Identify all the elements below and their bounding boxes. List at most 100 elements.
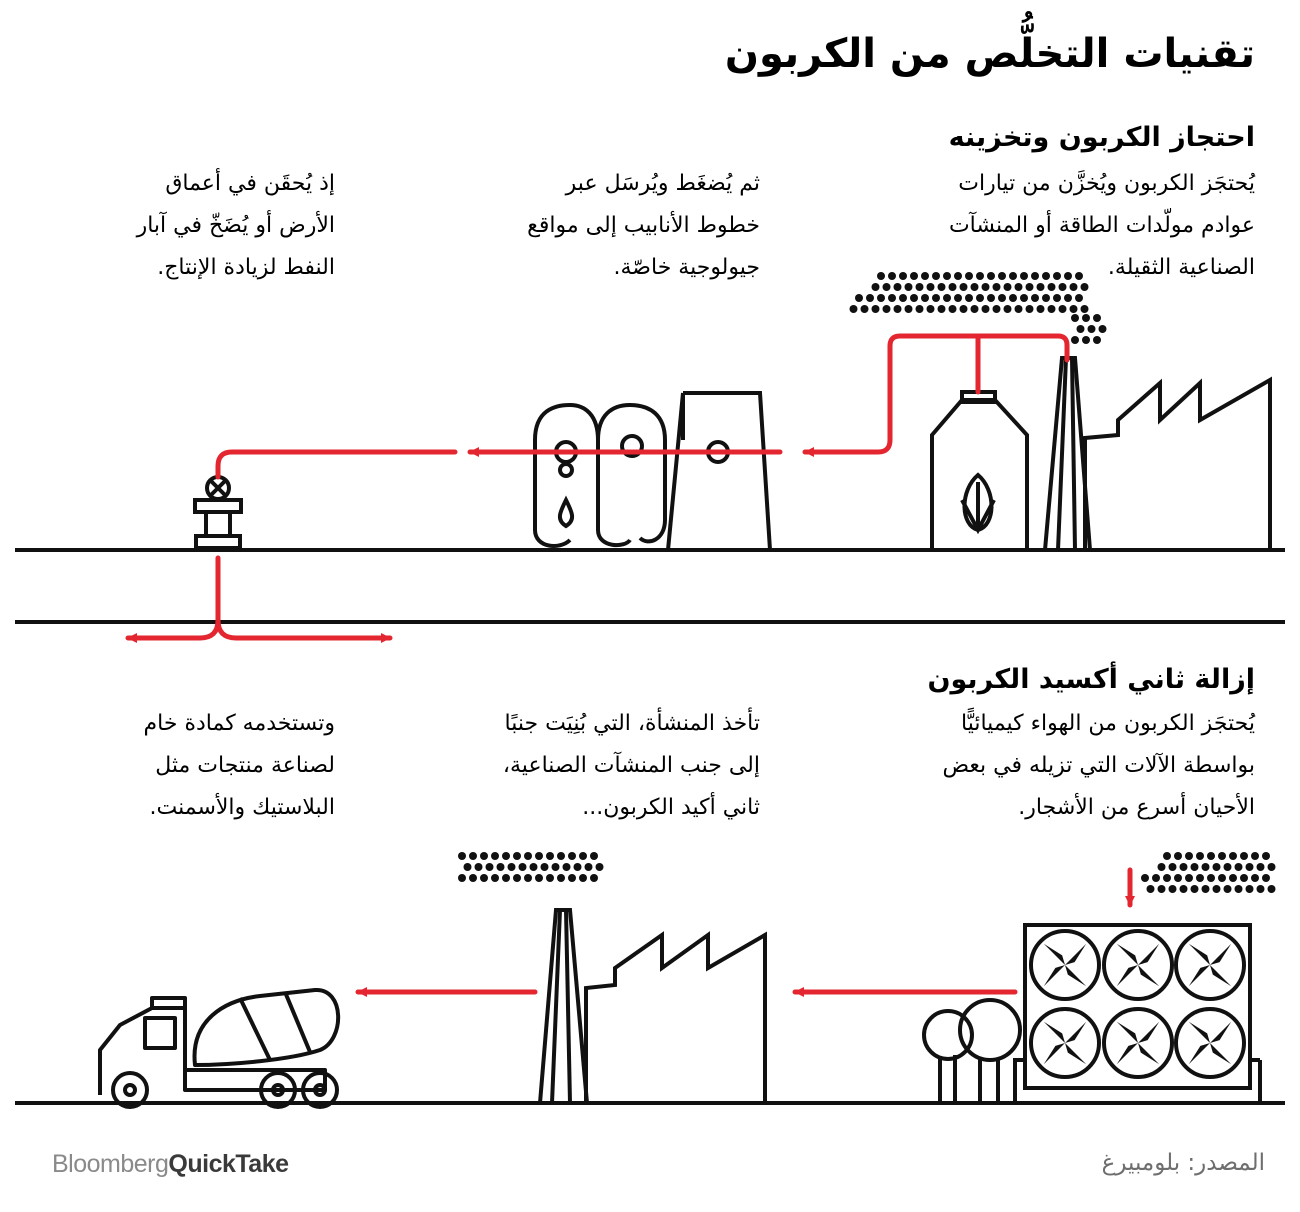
smoke-dot xyxy=(1141,874,1149,882)
smoke-dot xyxy=(1256,863,1265,871)
smoke-dot xyxy=(491,874,499,882)
smoke-dot xyxy=(485,863,494,871)
smoke-dot xyxy=(855,294,863,302)
factory-icon xyxy=(1083,376,1272,550)
smoke-dot xyxy=(480,874,488,882)
smoke-dot xyxy=(507,863,516,871)
smoke-dot xyxy=(1152,874,1160,882)
smoke-dot xyxy=(1168,885,1177,893)
smoke-dot xyxy=(976,294,984,302)
smoke-dot xyxy=(1042,294,1050,302)
smoke-dot xyxy=(1053,272,1061,280)
smoke-dot xyxy=(1229,852,1237,860)
smoke-dot xyxy=(1003,305,1012,313)
text-line: ثاني أكيد الكربون... xyxy=(582,795,760,820)
smoke-dot xyxy=(458,874,466,882)
smoke-dot xyxy=(965,272,973,280)
smoke-dot xyxy=(1058,283,1067,291)
text-line: الصناعية الثقيلة. xyxy=(1107,255,1255,280)
fan-blade xyxy=(1138,1021,1160,1043)
fan-blade xyxy=(1116,943,1138,965)
fan-blade xyxy=(1043,1043,1065,1065)
smoke-dot xyxy=(1082,314,1090,322)
compressor-icon xyxy=(533,391,772,551)
smoke-dot xyxy=(1157,885,1166,893)
smoke-dot xyxy=(529,863,538,871)
smoke-dots-icon xyxy=(458,852,604,882)
cdr-step2-text: تأخذ المنشأة، التي بُنِيَت جنبًا إلى جنب… xyxy=(400,703,760,829)
smoke-dot xyxy=(959,283,968,291)
smoke-dot xyxy=(1262,874,1270,882)
smoke-dot xyxy=(496,863,505,871)
text-line: ثم يُضغَط ويُرسَل عبر xyxy=(565,171,760,196)
ccs-step2-text: ثم يُضغَط ويُرسَل عبر خطوط الأنابيب إلى … xyxy=(430,163,760,289)
factory-icon xyxy=(584,931,767,1103)
smoke-dot xyxy=(959,305,968,313)
smoke-dot xyxy=(921,272,929,280)
smoke-dot xyxy=(1163,874,1171,882)
smoke-dot xyxy=(992,305,1001,313)
fan-blade xyxy=(1065,1021,1087,1043)
biofuel-tank-icon xyxy=(930,390,1029,552)
fan-blade xyxy=(1210,943,1232,965)
smoke-dot xyxy=(1071,314,1079,322)
text-line: إذ يُحقَن في أعماق xyxy=(165,171,335,196)
bloomberg-quicktake-logo: BloombergQuickTake xyxy=(52,1150,289,1179)
smoke-dot xyxy=(882,305,891,313)
smoke-dot xyxy=(474,863,483,871)
smoke-dot xyxy=(1042,272,1050,280)
smoke-dot xyxy=(915,283,924,291)
trees-icon xyxy=(922,998,1022,1103)
fan-blade xyxy=(1210,1021,1232,1043)
fan-ring xyxy=(1029,929,1101,1001)
smoke-dot xyxy=(948,305,957,313)
smoke-dot xyxy=(981,283,990,291)
smoke-dot xyxy=(981,305,990,313)
smoke-dot xyxy=(976,272,984,280)
smoke-dot xyxy=(1036,305,1045,313)
smoke-dot xyxy=(551,863,560,871)
smoke-dot xyxy=(1185,874,1193,882)
smoke-dot xyxy=(915,305,924,313)
smoke-dot xyxy=(1093,336,1101,344)
smoke-dot xyxy=(871,283,880,291)
fan-blade xyxy=(1116,1021,1138,1043)
smoke-dot xyxy=(849,305,858,313)
smoke-dot xyxy=(904,283,913,291)
smoke-dot xyxy=(1212,885,1221,893)
smoke-dot xyxy=(926,305,935,313)
smokestack-icon xyxy=(537,908,590,1105)
smoke-dot xyxy=(1163,852,1171,860)
smoke-dot xyxy=(904,305,913,313)
smoke-dot xyxy=(1036,283,1045,291)
smoke-dot xyxy=(910,272,918,280)
smoke-dot xyxy=(1201,863,1210,871)
smoke-dot xyxy=(998,294,1006,302)
smoke-dot xyxy=(469,852,477,860)
smoke-dot xyxy=(579,852,587,860)
smoke-dot xyxy=(518,863,527,871)
smoke-dot xyxy=(888,294,896,302)
smoke-dot xyxy=(557,852,565,860)
text-line: وتستخدمه كمادة خام xyxy=(143,711,335,736)
smoke-dot xyxy=(524,874,532,882)
page-title: تقنيات التخلُّص من الكربون xyxy=(724,31,1255,77)
smoke-dot xyxy=(535,852,543,860)
smoke-dot xyxy=(1071,336,1079,344)
smoke-dot xyxy=(1146,885,1155,893)
fan-ring xyxy=(1174,1007,1246,1079)
smoke-dot xyxy=(1174,874,1182,882)
smoke-dot xyxy=(1240,874,1248,882)
smoke-dot xyxy=(535,874,543,882)
smoke-dot xyxy=(1223,885,1232,893)
smoke-dot xyxy=(893,283,902,291)
smoke-dot xyxy=(1196,874,1204,882)
smoke-dot xyxy=(1196,852,1204,860)
smoke-dot xyxy=(1207,852,1215,860)
smoke-dot xyxy=(921,294,929,302)
fan-ring xyxy=(1102,1007,1174,1079)
smoke-dots-icon xyxy=(1141,852,1276,893)
fan-blade xyxy=(1065,965,1087,987)
smoke-dot xyxy=(1267,863,1276,871)
fan-blade xyxy=(1138,1043,1160,1065)
